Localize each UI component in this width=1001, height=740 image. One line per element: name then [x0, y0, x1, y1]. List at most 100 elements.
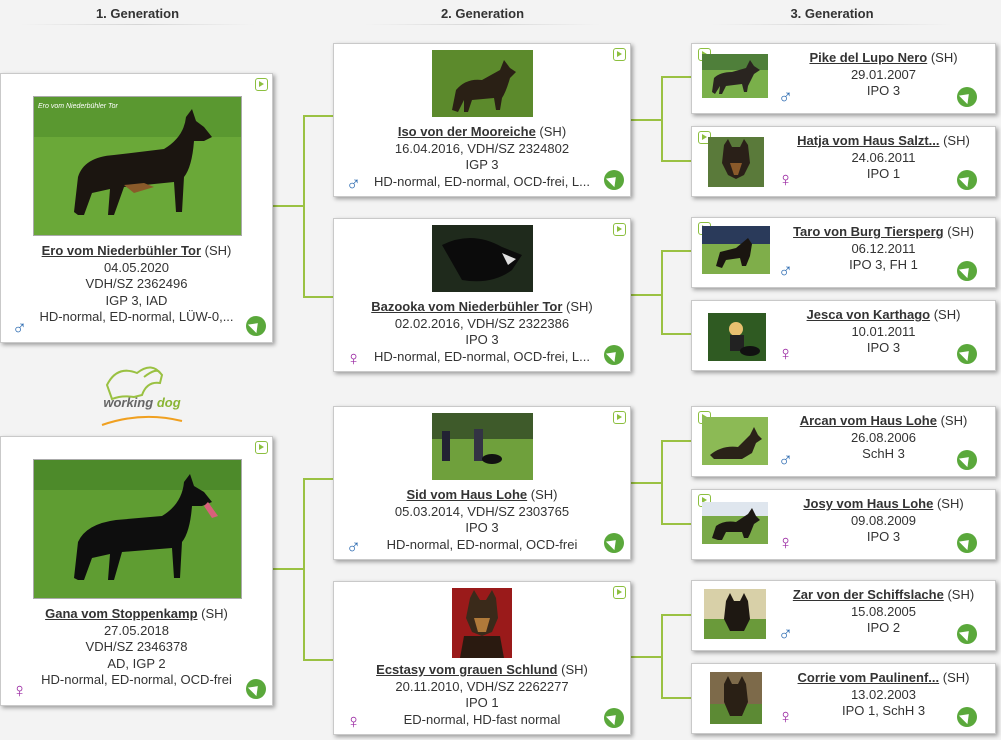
dog-name-link[interactable]: Bazooka vom Niederbühler Tor: [371, 299, 563, 314]
dog-name-link[interactable]: Sid vom Haus Lohe: [406, 487, 528, 502]
birth-and-registration: 02.02.2016, VDH/SZ 2322386: [394, 315, 570, 331]
dog-name-link[interactable]: Gana vom Stoppenkamp: [45, 606, 198, 621]
dog-photo[interactable]: [708, 137, 764, 187]
connector: [661, 76, 692, 78]
birth-and-registration: 05.03.2014, VDH/SZ 2303765: [394, 503, 570, 519]
video-play-icon[interactable]: [613, 223, 626, 236]
open-pedigree-arrow-icon[interactable]: [957, 707, 977, 727]
dog-photo[interactable]: [432, 225, 533, 292]
connector: [630, 294, 663, 296]
open-pedigree-arrow-icon[interactable]: [957, 261, 977, 281]
open-pedigree-arrow-icon[interactable]: [957, 344, 977, 364]
breed-variant: (SH): [943, 224, 974, 239]
dog-photo[interactable]: [702, 502, 768, 544]
connector: [661, 250, 663, 335]
pedigree-card-gen2[interactable]: Iso von der Mooreiche (SH) 16.04.2016, V…: [333, 43, 631, 197]
connector: [661, 614, 663, 699]
open-pedigree-arrow-icon[interactable]: [957, 533, 977, 553]
dog-photo-image: [704, 589, 766, 639]
titles: IPO 3: [866, 83, 901, 98]
pedigree-card-gen2[interactable]: Bazooka vom Niederbühler Tor (SH) 02.02.…: [333, 218, 631, 372]
dog-name-link[interactable]: Iso von der Mooreiche: [397, 124, 536, 139]
dog-photo[interactable]: [702, 54, 768, 98]
open-pedigree-arrow-icon[interactable]: [604, 345, 624, 365]
dog-photo[interactable]: [452, 588, 512, 658]
male-icon: ♂: [346, 173, 361, 195]
connector: [303, 478, 334, 480]
pedigree-card-gen3[interactable]: Jesca von Karthago (SH) 10.01.2011 IPO 3…: [691, 300, 996, 371]
dog-photo-image: [452, 588, 512, 658]
dog-name-link[interactable]: Ero vom Niederbühler Tor: [41, 243, 202, 258]
dog-name-link[interactable]: Pike del Lupo Nero: [809, 50, 928, 65]
dog-photo[interactable]: [33, 459, 242, 599]
titles: IPO 1: [465, 695, 499, 710]
male-icon: ♂: [12, 317, 27, 339]
video-play-icon[interactable]: [613, 411, 626, 424]
dog-name-link[interactable]: Ecstasy vom grauen Schlund: [376, 662, 558, 677]
open-pedigree-arrow-icon[interactable]: [604, 708, 624, 728]
open-pedigree-arrow-icon[interactable]: [957, 624, 977, 644]
connector: [303, 296, 334, 298]
pedigree-card-gen3[interactable]: Taro von Burg Tiersperg (SH) 06.12.2011 …: [691, 217, 996, 288]
titles: IPO 3: [465, 520, 499, 535]
pedigree-card-dam[interactable]: Gana vom Stoppenkamp (SH) 27.05.2018 VDH…: [0, 436, 273, 706]
pedigree-card-gen3[interactable]: Zar von der Schiffslache (SH) 15.08.2005…: [691, 580, 996, 651]
dog-name-link[interactable]: Corrie vom Paulinenf...: [797, 670, 940, 685]
dog-name-link[interactable]: Zar von der Schiffslache: [792, 587, 944, 602]
dog-name-link[interactable]: Taro von Burg Tiersperg: [793, 224, 944, 239]
dog-photo[interactable]: [702, 417, 768, 465]
pedigree-card-gen3[interactable]: Arcan vom Haus Lohe (SH) 26.08.2006 SchH…: [691, 406, 996, 477]
dog-photo[interactable]: [702, 226, 770, 274]
dog-photo[interactable]: [432, 50, 533, 117]
video-play-icon[interactable]: [255, 78, 268, 91]
breed-variant: (SH): [557, 662, 588, 677]
pedigree-card-sire[interactable]: Ero vom Niederbühler Tor Ero vom Niederb…: [0, 73, 273, 343]
logo-text-working: working: [103, 395, 154, 410]
header-generation-3: 3. Generation: [712, 6, 952, 25]
open-pedigree-arrow-icon[interactable]: [957, 450, 977, 470]
running-dog-logo-icon: [101, 366, 183, 426]
female-icon: ♀: [778, 343, 793, 365]
dog-name-link[interactable]: Josy vom Haus Lohe: [803, 496, 934, 511]
connector: [661, 250, 692, 252]
male-icon: ♂: [778, 449, 793, 471]
dog-photo-image: [708, 313, 766, 361]
registration-number: VDH/SZ 2346378: [85, 639, 188, 654]
birth-date: 27.05.2018: [103, 622, 170, 638]
pedigree-card-gen2[interactable]: Ecstasy vom grauen Schlund (SH) 20.11.20…: [333, 581, 631, 735]
open-pedigree-arrow-icon[interactable]: [957, 170, 977, 190]
breed-variant: (SH): [535, 124, 567, 139]
video-play-icon[interactable]: [613, 48, 626, 61]
breed-variant: (SH): [943, 587, 975, 602]
dog-photo[interactable]: [704, 589, 766, 639]
open-pedigree-arrow-icon[interactable]: [604, 533, 624, 553]
connector: [661, 440, 692, 442]
connector: [630, 119, 663, 121]
dog-photo[interactable]: [432, 413, 533, 480]
dog-photo-image: [702, 226, 770, 274]
video-play-icon[interactable]: [613, 586, 626, 599]
pedigree-card-gen3[interactable]: Corrie vom Paulinenf... (SH) 13.02.2003 …: [691, 663, 996, 734]
dog-name-link[interactable]: Arcan vom Haus Lohe: [799, 413, 937, 428]
pedigree-card-gen3[interactable]: Pike del Lupo Nero (SH) 29.01.2007 IPO 3…: [691, 43, 996, 114]
open-pedigree-arrow-icon[interactable]: [246, 679, 266, 699]
dog-photo[interactable]: Ero vom Niederbühler Tor: [33, 96, 242, 236]
titles: IPO 2: [866, 620, 901, 635]
pedigree-card-gen2[interactable]: Sid vom Haus Lohe (SH) 05.03.2014, VDH/S…: [333, 406, 631, 560]
dog-photo[interactable]: [710, 672, 762, 724]
open-pedigree-arrow-icon[interactable]: [957, 87, 977, 107]
dog-silhouette-image: [34, 460, 241, 598]
pedigree-card-gen3[interactable]: Josy vom Haus Lohe (SH) 09.08.2009 IPO 3…: [691, 489, 996, 560]
working-dog-logo: working dog: [82, 355, 202, 435]
pedigree-card-gen3[interactable]: Hatja vom Haus Salzt... (SH) 24.06.2011 …: [691, 126, 996, 197]
breed-variant: (SH): [197, 606, 228, 621]
video-play-icon[interactable]: [255, 441, 268, 454]
birth-date: 24.06.2011: [851, 149, 916, 165]
open-pedigree-arrow-icon[interactable]: [604, 170, 624, 190]
open-pedigree-arrow-icon[interactable]: [246, 316, 266, 336]
dog-name-link[interactable]: Jesca von Karthago: [806, 307, 931, 322]
birth-and-registration: 16.04.2016, VDH/SZ 2324802: [394, 140, 570, 156]
breed-variant: (SH): [939, 670, 970, 685]
dog-name-link[interactable]: Hatja vom Haus Salzt...: [797, 133, 940, 148]
dog-photo[interactable]: [708, 313, 766, 361]
